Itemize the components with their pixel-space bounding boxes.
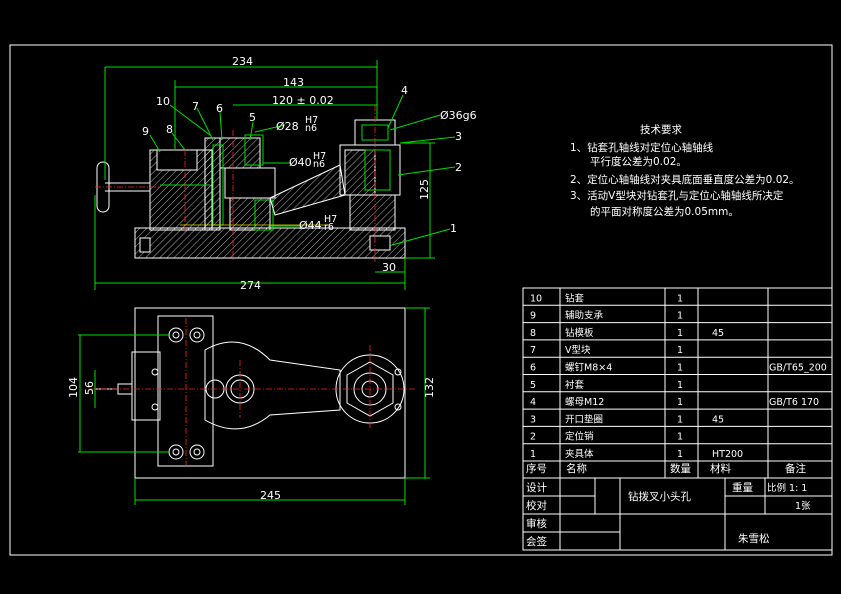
tb-check: 校对 [526,499,547,512]
workpiece-lever [269,164,346,216]
balloon-8: 8 [166,123,173,136]
tech-note-1b: 平行度公差为0.02。 [590,155,687,168]
parts-row-no: 2 [530,432,536,443]
balloon-9: 9 [142,125,149,138]
title-block: 设计 校对 审核 会签 钻拨叉小头孔 重量 比例 1: 1 1张 朱雪松 [522,477,833,551]
dim-274: 274 [240,279,261,292]
tb-weight: 重量 [732,481,753,494]
parts-header-note: 备注 [785,462,806,475]
fit-40: Ø40 [289,156,312,169]
tb-designer: 朱雪松 [738,532,770,545]
balloon-7: 7 [192,100,199,113]
parts-row-name: V型块 [565,344,591,356]
bolt-group [151,327,402,460]
fit-40-h7: H7 [313,151,326,162]
fit-44: Ø44 [299,219,322,232]
balloon-1: 1 [450,222,457,235]
base-outline [134,307,406,479]
parts-row-name: 定位销 [565,431,594,443]
dim-120: 120 ± 0.02 [272,94,334,107]
parts-row-no: 6 [530,363,536,374]
parts-header-material: 材料 [710,462,731,475]
tb-drawing-name: 钻拨叉小头孔 [628,490,691,503]
dim-245: 245 [260,489,281,502]
balloon-6: 6 [216,102,223,115]
balloon-3: 3 [455,130,462,143]
parts-row-no: 10 [530,293,542,304]
lever-outline [204,341,341,430]
parts-row-material: 45 [712,414,724,425]
parts-header-no: 序号 [526,462,547,475]
parts-row-qty: 1 [677,328,683,339]
fixture-base [134,227,406,259]
fit-44-h7: H7 [324,214,337,225]
fit-40-n6: n6 [313,159,325,170]
parts-row-name: 开口垫圈 [565,413,603,425]
fit-44-r6: r6 [324,222,334,233]
fit-28-n6: n6 [305,123,317,134]
tech-note-3: 3、活动V型块对钻套孔与定位心轴轴线所决定 [570,189,784,202]
tb-sheets: 1张 [795,501,811,512]
parts-row-no: 9 [530,311,536,322]
parts-row-qty: 1 [677,432,683,443]
front-view: 234 143 120 ± 0.02 274 30 125 Ø28 H7 n6 … [94,55,477,292]
parts-row-qty: 1 [677,293,683,304]
dim-56: 56 [83,381,96,395]
parts-header-qty: 数量 [670,462,691,475]
dim-132: 132 [423,377,436,398]
tb-scale: 比例 1: 1 [767,482,807,494]
tech-note-1: 1、钻套孔轴线对定位心轴轴线 [570,141,714,154]
parts-row-material: HT200 [712,449,743,460]
balloon-4: 4 [401,84,408,97]
parts-row-note: GB/T65_200 [769,363,827,374]
tb-design: 设计 [526,481,547,494]
parts-row-qty: 1 [677,380,683,391]
tech-note-2: 2、定位心轴轴线对夹具底面垂直度公差为0.02。 [570,173,800,186]
parts-row-qty: 1 [677,449,683,460]
parts-row-no: 1 [530,449,536,460]
tb-review: 审核 [526,517,547,530]
parts-row-no: 4 [530,397,536,408]
fit-28: Ø28 [276,120,299,133]
parts-row-name: 钻套 [565,292,585,304]
parts-row-qty: 1 [677,345,683,356]
parts-row-no: 8 [530,328,536,339]
dim-104: 104 [67,377,80,398]
parts-row-qty: 1 [677,397,683,408]
balloon-10: 10 [156,95,170,108]
tb-approve: 会签 [526,535,547,548]
top-view: 245 104 56 132 [67,307,436,505]
fit-36g6: Ø36g6 [440,109,477,122]
parts-row-no: 5 [530,380,536,391]
parts-row-name: 辅助支承 [565,310,604,322]
balloon-2: 2 [455,161,462,174]
dim-125: 125 [418,179,431,200]
fit-28-h7: H7 [305,115,318,126]
parts-row-no: 7 [530,345,536,356]
parts-row-qty: 1 [677,363,683,374]
parts-row-name: 螺母M12 [565,397,604,408]
parts-row-qty: 1 [677,311,683,322]
parts-row-no: 3 [530,414,536,425]
parts-row-material: 45 [712,328,724,339]
parts-row-name: 衬套 [565,379,585,391]
parts-row-name: 钻模板 [565,327,594,339]
dim-234: 234 [232,55,253,68]
tech-notes-title: 技术要求 [640,123,682,136]
parts-row-name: 夹具体 [565,448,594,460]
parts-row-name: 螺钉M8×4 [565,363,612,374]
dim-30: 30 [382,261,396,274]
parts-header-name: 名称 [566,462,587,475]
tech-note-3b: 的平面对称度公差为0.05mm。 [590,205,739,218]
technical-requirements: 技术要求 1、钻套孔轴线对定位心轴轴线 平行度公差为0.02。 2、定位心轴轴线… [570,123,800,218]
balloon-5: 5 [249,111,256,124]
dim-143: 143 [283,76,304,89]
parts-row-qty: 1 [677,414,683,425]
parts-row-note: GB/T6 170 [769,397,819,408]
